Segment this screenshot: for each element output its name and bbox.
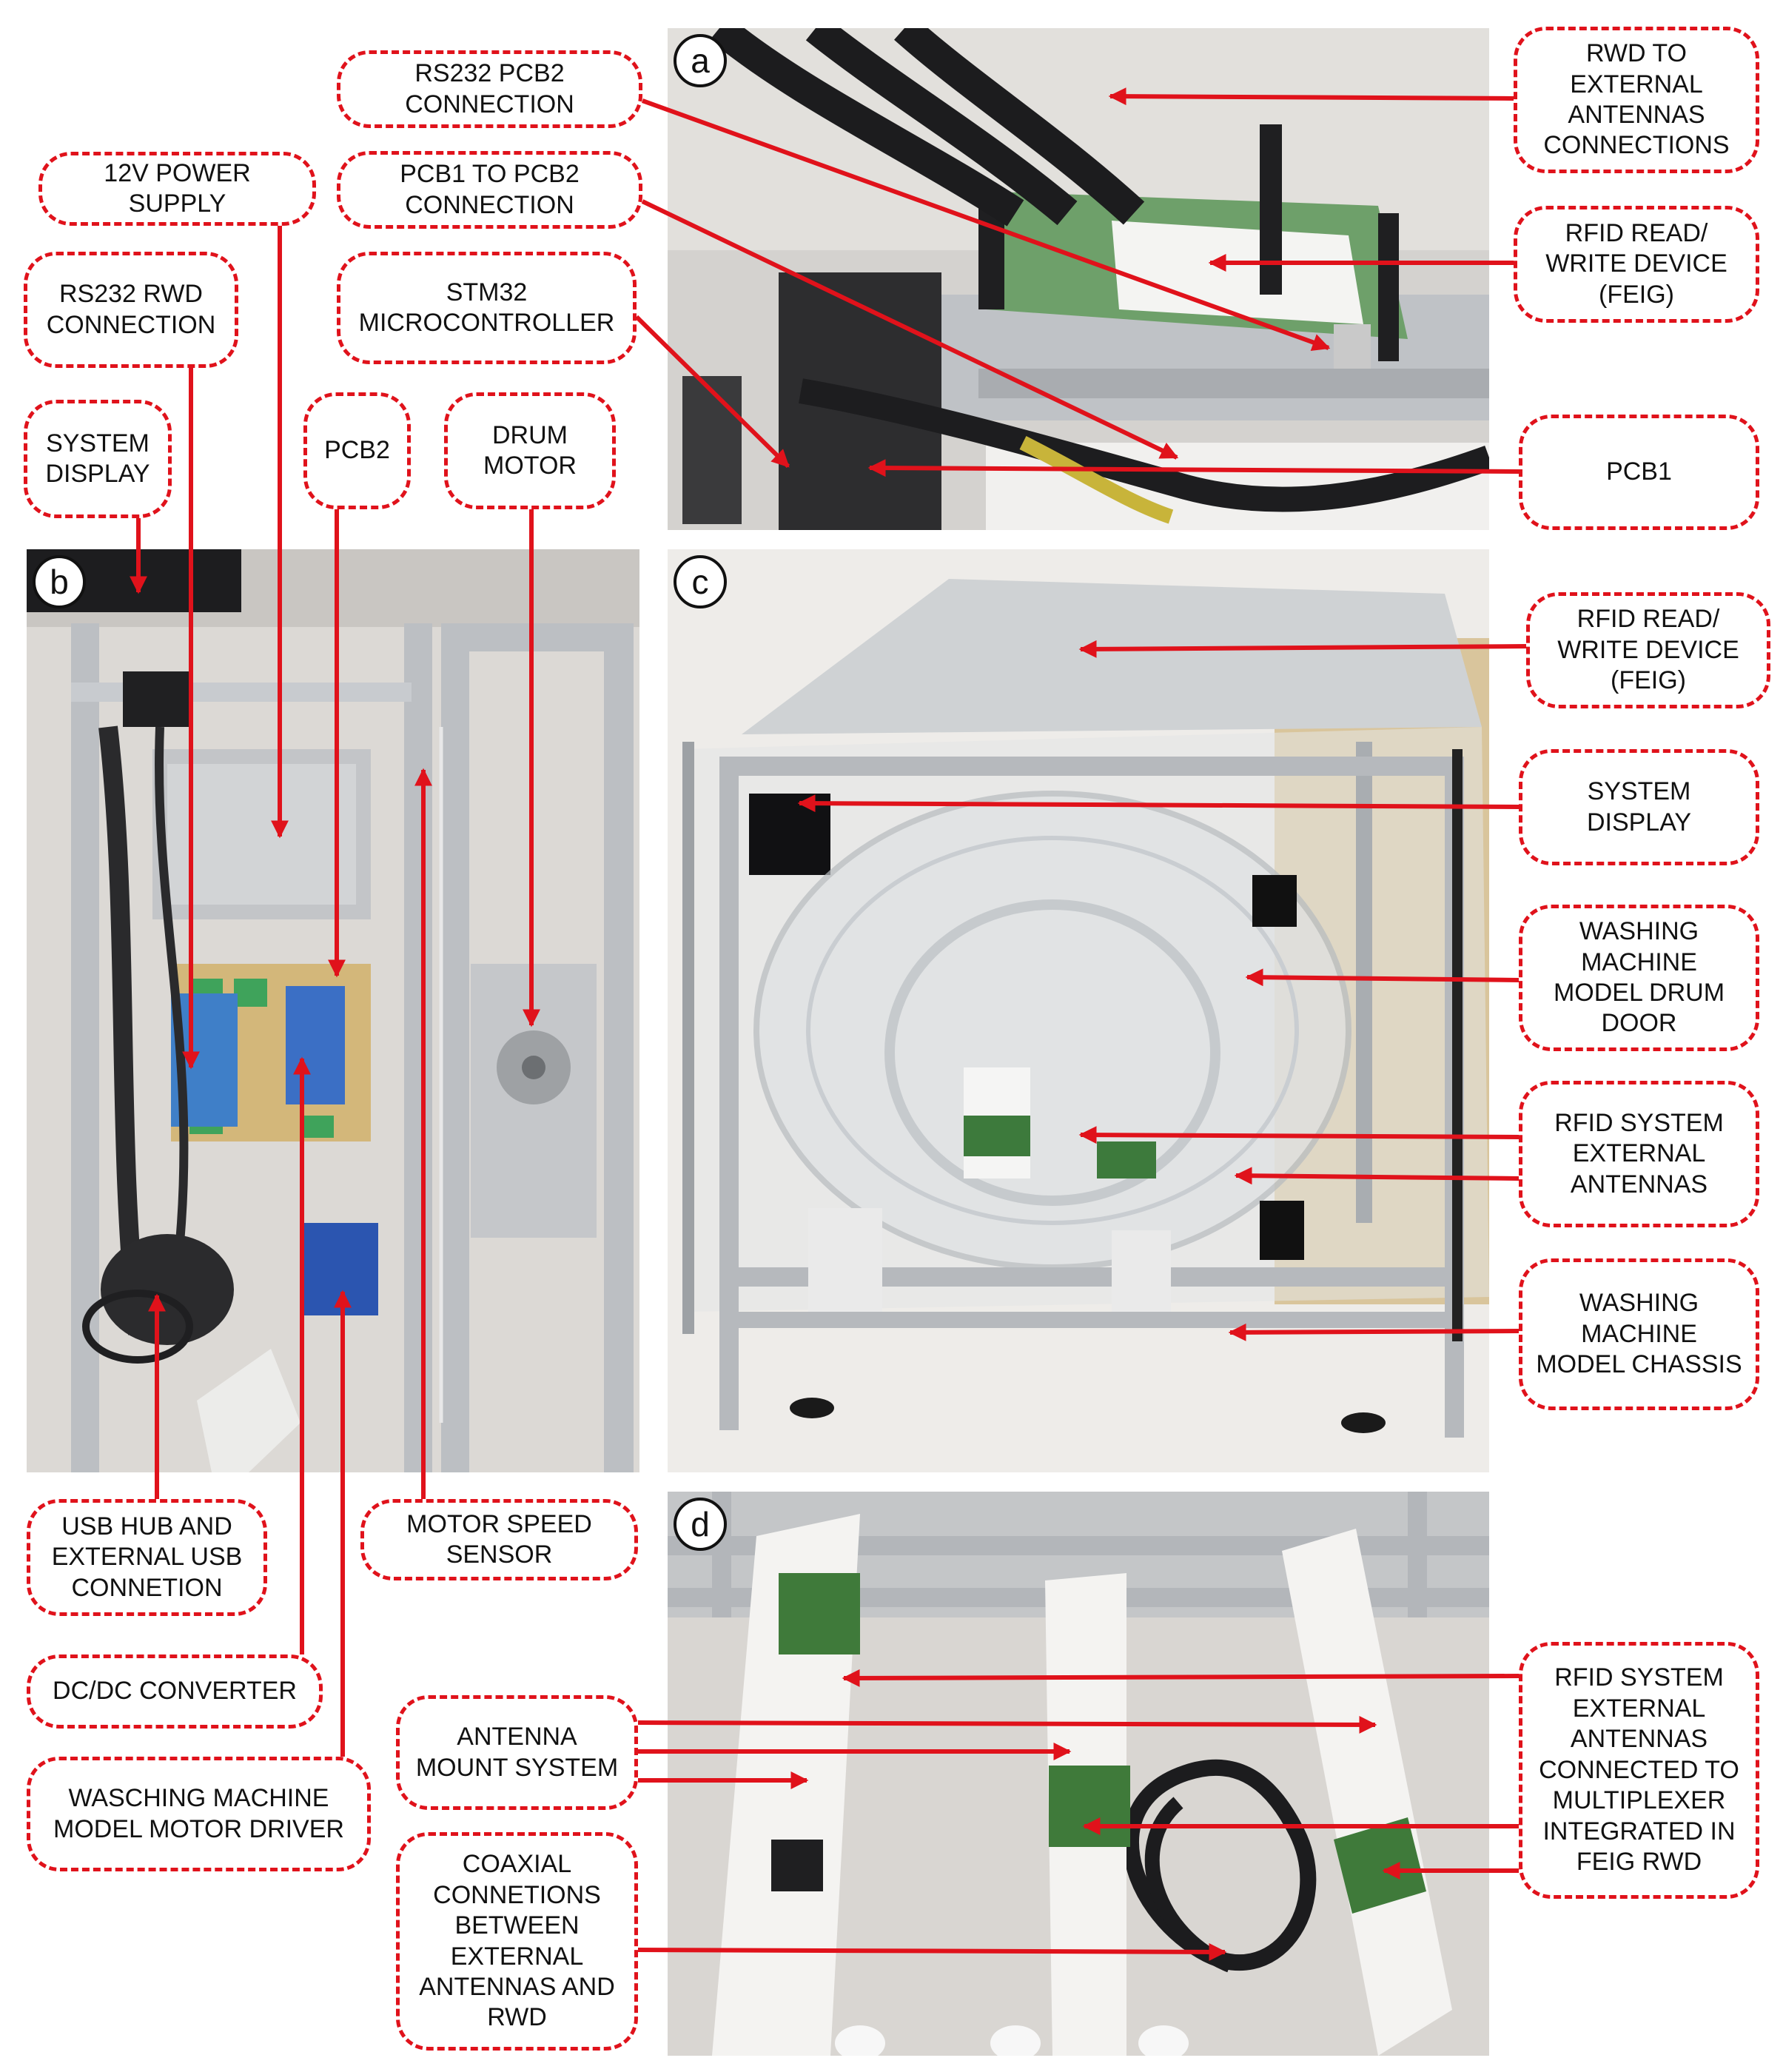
panel-tag-b: b [33, 555, 86, 608]
label-rfid-rwd-c: RFID READ/ WRITE DEVICE (FEIG) [1526, 592, 1770, 708]
photo-panel-c [668, 549, 1489, 1472]
panel-d-illustration [668, 1492, 1489, 2056]
photo-panel-d [668, 1492, 1489, 2056]
label-motor-speed-sensor: MOTOR SPEED SENSOR [360, 1499, 638, 1580]
photo-panel-b [27, 549, 639, 1472]
panel-b-illustration [27, 549, 639, 1472]
label-dc-dc: DC/DC CONVERTER [27, 1654, 323, 1729]
label-pcb1: PCB1 [1519, 415, 1759, 530]
label-rs232-pcb2: RS232 PCB2 CONNECTION [337, 50, 642, 128]
panel-tag-a: a [674, 34, 727, 87]
label-system-display-c: SYSTEM DISPLAY [1519, 749, 1759, 865]
label-external-antennas-d: RFID SYSTEM EXTERNAL ANTENNAS CONNECTED … [1519, 1642, 1759, 1899]
label-rfid-rwd-a: RFID READ/ WRITE DEVICE (FEIG) [1514, 206, 1759, 323]
label-power-supply: 12V POWER SUPPLY [38, 152, 316, 226]
label-external-antennas-c: RFID SYSTEM EXTERNAL ANTENNAS [1519, 1081, 1759, 1227]
label-rwd-to-external-antennas: RWD TO EXTERNAL ANTENNAS CONNECTIONS [1514, 27, 1759, 173]
label-drum-door: WASHING MACHINE MODEL DRUM DOOR [1519, 905, 1759, 1051]
label-pcb2: PCB2 [303, 392, 411, 509]
label-rs232-rwd: RS232 RWD CONNECTION [24, 252, 238, 368]
photo-panel-a [668, 28, 1489, 530]
label-antenna-mount: ANTENNA MOUNT SYSTEM [396, 1695, 638, 1810]
label-usb-hub: USB HUB AND EXTERNAL USB CONNETION [27, 1499, 267, 1616]
label-system-display-b: SYSTEM DISPLAY [24, 400, 172, 518]
label-motor-driver: WASCHING MACHINE MODEL MOTOR DRIVER [27, 1757, 371, 1871]
label-coaxial: COAXIAL CONNETIONS BETWEEN EXTERNAL ANTE… [396, 1832, 638, 2051]
panel-c-illustration [668, 549, 1489, 1472]
label-chassis: WASHING MACHINE MODEL CHASSIS [1519, 1258, 1759, 1410]
panel-tag-d: d [674, 1498, 727, 1551]
label-drum-motor: DRUM MOTOR [444, 392, 616, 509]
label-stm32: STM32 MICROCONTROLLER [337, 252, 637, 364]
label-pcb1-to-pcb2: PCB1 TO PCB2 CONNECTION [337, 151, 642, 229]
panel-a-illustration [668, 28, 1489, 530]
panel-tag-c: c [674, 555, 727, 608]
